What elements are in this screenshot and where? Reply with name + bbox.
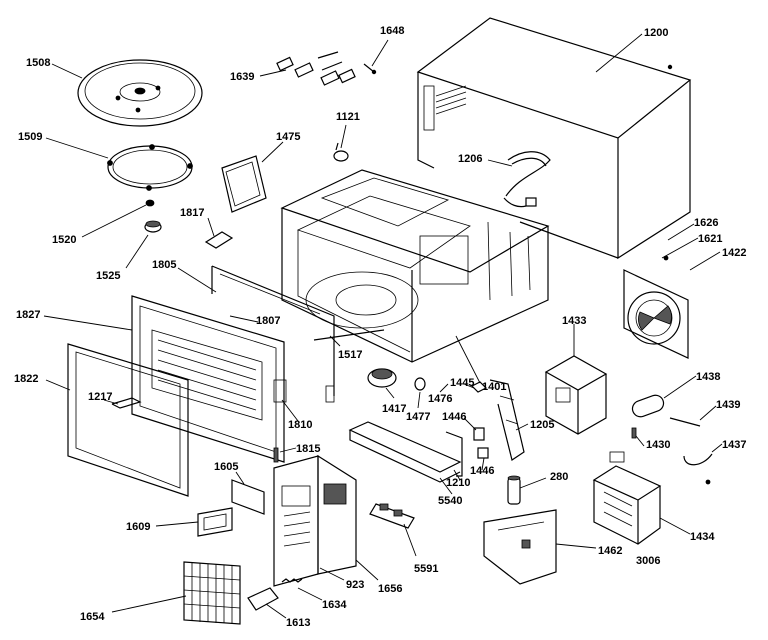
label-1417: 1417 bbox=[382, 403, 406, 415]
label-1817: 1817 bbox=[180, 207, 204, 219]
label-1434: 1434 bbox=[690, 531, 715, 543]
button-spring bbox=[281, 578, 303, 583]
switch-b bbox=[477, 447, 489, 459]
label-1621: 1621 bbox=[698, 233, 722, 245]
turntable-motor bbox=[367, 368, 397, 388]
roller-guide bbox=[144, 220, 162, 233]
control-board bbox=[369, 503, 415, 529]
fuse bbox=[507, 475, 521, 505]
label-3006: 3006 bbox=[636, 555, 660, 567]
capacitor-screw bbox=[631, 427, 637, 439]
label-1634: 1634 bbox=[322, 599, 347, 611]
switch-holder bbox=[489, 379, 525, 461]
door-spring bbox=[273, 447, 279, 463]
label-1439: 1439 bbox=[716, 399, 740, 411]
label-1605: 1605 bbox=[214, 461, 238, 473]
screw bbox=[363, 63, 377, 75]
thermal-cutout bbox=[470, 381, 488, 393]
door-button bbox=[247, 587, 279, 611]
label-1810: 1810 bbox=[288, 419, 312, 431]
label-1477: 1477 bbox=[406, 411, 430, 423]
label-1206: 1206 bbox=[458, 153, 482, 165]
label-1205: 1205 bbox=[530, 419, 554, 431]
label-1437: 1437 bbox=[722, 439, 746, 451]
label-1422: 1422 bbox=[722, 247, 746, 259]
name-plate bbox=[197, 507, 233, 537]
label-1430: 1430 bbox=[646, 439, 670, 451]
label-1401: 1401 bbox=[482, 381, 506, 393]
label-1517: 1517 bbox=[338, 349, 362, 361]
coupler bbox=[145, 199, 155, 207]
wire-harness bbox=[503, 151, 551, 208]
door-latch-bracket bbox=[204, 231, 234, 249]
label-1446-b: 1446 bbox=[470, 465, 494, 477]
magnetron bbox=[592, 451, 662, 545]
label-1476: 1476 bbox=[428, 393, 452, 405]
label-1654: 1654 bbox=[80, 611, 105, 623]
door-outer-panel bbox=[67, 343, 189, 497]
fan-bracket bbox=[623, 269, 689, 359]
switch-a bbox=[473, 427, 485, 441]
label-1656: 1656 bbox=[378, 583, 402, 595]
diode bbox=[669, 417, 701, 427]
door-frame bbox=[211, 265, 335, 403]
label-1445: 1445 bbox=[450, 377, 474, 389]
label-5591: 5591 bbox=[414, 563, 438, 575]
label-1121: 1121 bbox=[336, 111, 360, 123]
capacitor bbox=[631, 394, 665, 418]
label-923: 923 bbox=[346, 579, 364, 591]
high-voltage-transformer bbox=[544, 355, 608, 435]
door-latch bbox=[111, 397, 142, 409]
latch-lever bbox=[445, 431, 463, 477]
label-1613: 1613 bbox=[286, 617, 310, 629]
label-1827: 1827 bbox=[16, 309, 40, 321]
waveguide-cover bbox=[221, 155, 267, 213]
interlock-switch-parts bbox=[276, 51, 356, 86]
label-1217: 1217 bbox=[88, 391, 112, 403]
control-panel bbox=[273, 454, 357, 587]
label-1648: 1648 bbox=[380, 25, 404, 37]
capacitor-clip bbox=[683, 453, 713, 466]
label-1462: 1462 bbox=[598, 545, 622, 557]
oven-cavity bbox=[280, 169, 550, 363]
base-tray bbox=[348, 421, 462, 483]
label-1609: 1609 bbox=[126, 521, 150, 533]
label-1210: 1210 bbox=[446, 477, 470, 489]
label-1807: 1807 bbox=[256, 315, 280, 327]
door-assembly bbox=[131, 295, 285, 463]
motor-coupler bbox=[414, 377, 426, 391]
label-1508: 1508 bbox=[26, 57, 50, 69]
roller-ring bbox=[107, 144, 193, 191]
lamp-socket bbox=[333, 142, 349, 162]
fan-screw bbox=[663, 255, 669, 261]
label-1639: 1639 bbox=[230, 71, 254, 83]
label-1520: 1520 bbox=[52, 234, 76, 246]
label-1433: 1433 bbox=[562, 315, 586, 327]
label-1438: 1438 bbox=[696, 371, 720, 383]
label-1200: 1200 bbox=[644, 27, 668, 39]
label-1626: 1626 bbox=[694, 217, 718, 229]
label-5540: 5540 bbox=[438, 495, 462, 507]
turntable-tray bbox=[77, 59, 203, 127]
label-1475: 1475 bbox=[276, 131, 300, 143]
air-duct bbox=[483, 509, 557, 585]
choke-cover bbox=[313, 329, 385, 341]
label-1805: 1805 bbox=[152, 259, 176, 271]
label-1525: 1525 bbox=[96, 270, 120, 282]
label-280: 280 bbox=[550, 471, 568, 483]
clip-screw bbox=[705, 479, 711, 485]
label-1822: 1822 bbox=[14, 373, 38, 385]
model-label-plate bbox=[231, 479, 265, 515]
outer-case bbox=[416, 17, 692, 260]
label-1446-a: 1446 bbox=[442, 411, 466, 423]
label-1509: 1509 bbox=[18, 131, 42, 143]
vent-grille bbox=[183, 561, 241, 625]
label-1815: 1815 bbox=[296, 443, 320, 455]
